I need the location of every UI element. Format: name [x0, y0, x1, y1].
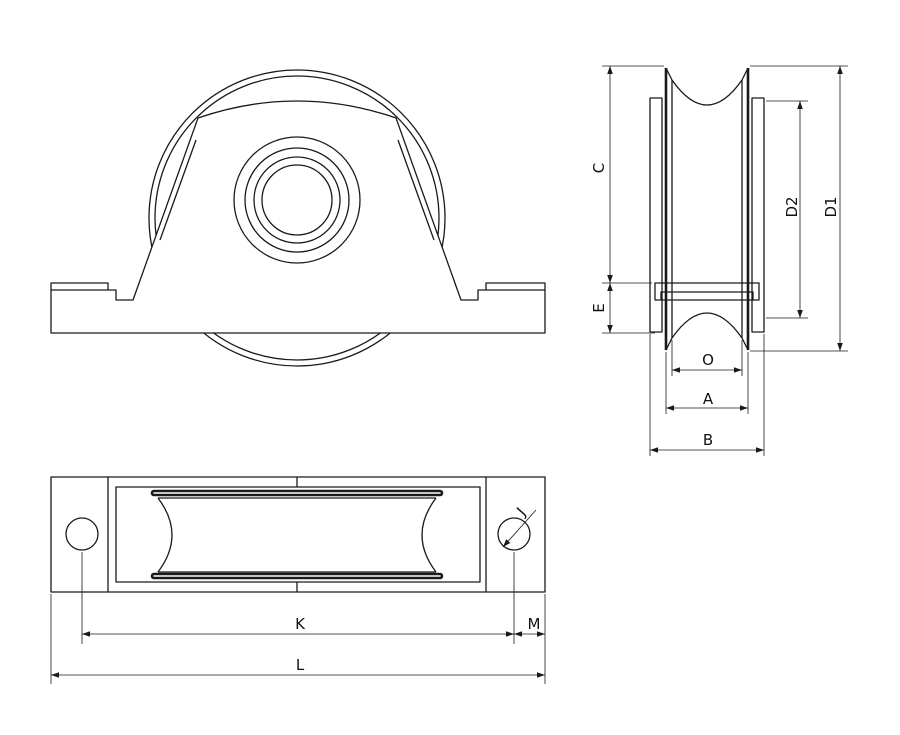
bearing-bore-circle	[261, 164, 333, 236]
wheel-profile-left	[157, 497, 173, 573]
bracket-body	[50, 100, 546, 334]
label-k: K	[295, 615, 306, 633]
wheel-flange-bottom	[150, 572, 444, 580]
side-view	[649, 67, 765, 351]
base-channel	[654, 282, 760, 301]
wheel-flange-top	[150, 489, 444, 497]
label-d1: D1	[822, 196, 840, 217]
top-view	[50, 476, 546, 593]
base-plate-inner	[115, 486, 481, 583]
bearing-outer-circle	[233, 136, 361, 264]
label-c: C	[590, 163, 608, 173]
bracket-inner-line-left	[159, 139, 197, 241]
label-l: L	[296, 656, 305, 674]
dimension-lines	[50, 65, 848, 684]
bearing-inner-ring-circle	[253, 156, 341, 244]
side-plate-right	[751, 97, 765, 333]
side-plate-left	[649, 97, 663, 333]
wheel-groove-top	[671, 79, 743, 106]
base-plate-outline	[50, 476, 546, 593]
wheel-groove-bottom	[671, 312, 743, 339]
front-view	[50, 69, 546, 367]
wheel-flange-corners	[665, 67, 749, 351]
label-e: E	[590, 303, 608, 312]
label-m: M	[528, 615, 541, 633]
label-d2: D2	[783, 196, 801, 217]
bearing-ring-circle	[244, 147, 350, 253]
wheel-profile-right	[421, 497, 437, 573]
mounting-hole-right	[497, 517, 531, 551]
bracket-inner-line-right	[397, 139, 435, 241]
wheel-tread-circle	[154, 75, 440, 361]
label-a: A	[703, 390, 714, 408]
label-o: O	[702, 351, 714, 369]
mounting-hole-left	[65, 517, 99, 551]
label-b: B	[703, 431, 713, 449]
dim-line-j	[502, 509, 537, 548]
